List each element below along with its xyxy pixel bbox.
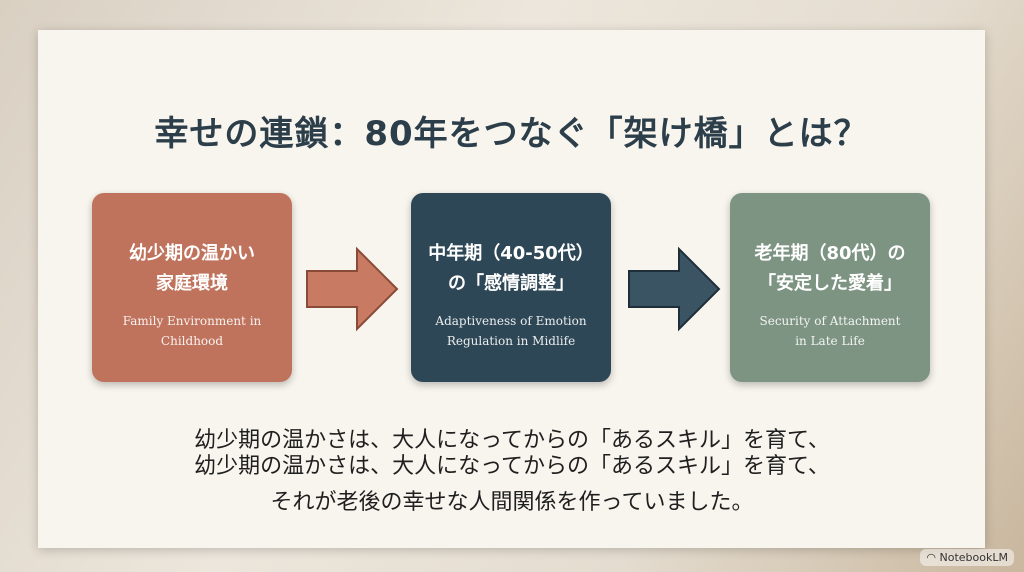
stage-en-line1: Family Environment in xyxy=(122,314,262,328)
stage-jp-line2: 家庭環境 xyxy=(156,273,228,294)
summary-line3: それが老後の幸せな人間関係を作っていました。 xyxy=(270,490,754,515)
summary-text: 幼少期の温かさは、大人になってからの「あるスキル」を育て、 幼少期の温かさは、大… xyxy=(0,428,1024,516)
stage-en-line1: Security of Attachment xyxy=(759,314,901,328)
brand-label: NotebookLM xyxy=(939,551,1008,564)
stage-en-line1: Adaptiveness of Emotion xyxy=(435,314,587,328)
notebooklm-watermark: ◠ NotebookLM xyxy=(920,549,1014,566)
stage-jp-line1: 幼少期の温かい xyxy=(129,243,255,264)
stage-jp-line2: 「安定した愛着」 xyxy=(758,273,902,294)
stage-childhood: 幼少期の温かい家庭環境 Family Environment in Childho… xyxy=(92,193,292,382)
stage-midlife: 中年期（40-50代） の「感情調整」 Adaptiveness of Emoti… xyxy=(411,193,611,382)
summary-line2: 幼少期の温かさは、大人になってからの「あるスキル」を育て、 xyxy=(194,454,830,479)
notebooklm-logo-icon: ◠ xyxy=(926,551,940,564)
slide-title: 幸せの連鎖：80年をつなぐ「架け橋」とは？ xyxy=(154,114,869,154)
arrow-right-icon xyxy=(628,246,721,332)
arrow-right-icon xyxy=(306,246,399,332)
summary-line1: 幼少期の温かさは、大人になってからの「あるスキル」を育て、 xyxy=(194,428,830,453)
stage-en-line2: in Late Life xyxy=(795,334,865,348)
stage-en-line2: Childhood xyxy=(160,334,224,348)
stage-late-life: 老年期（80代）の「安定した愛着」 Security of Attachment… xyxy=(730,193,930,382)
stage-jp-line1: 中年期（40-50代） xyxy=(428,243,594,264)
stage-jp-line2: の「感情調整」 xyxy=(448,273,574,294)
stage-jp-line1: 老年期（80代）の xyxy=(754,243,906,264)
stage-en-line2: Regulation in Midlife xyxy=(446,334,576,348)
